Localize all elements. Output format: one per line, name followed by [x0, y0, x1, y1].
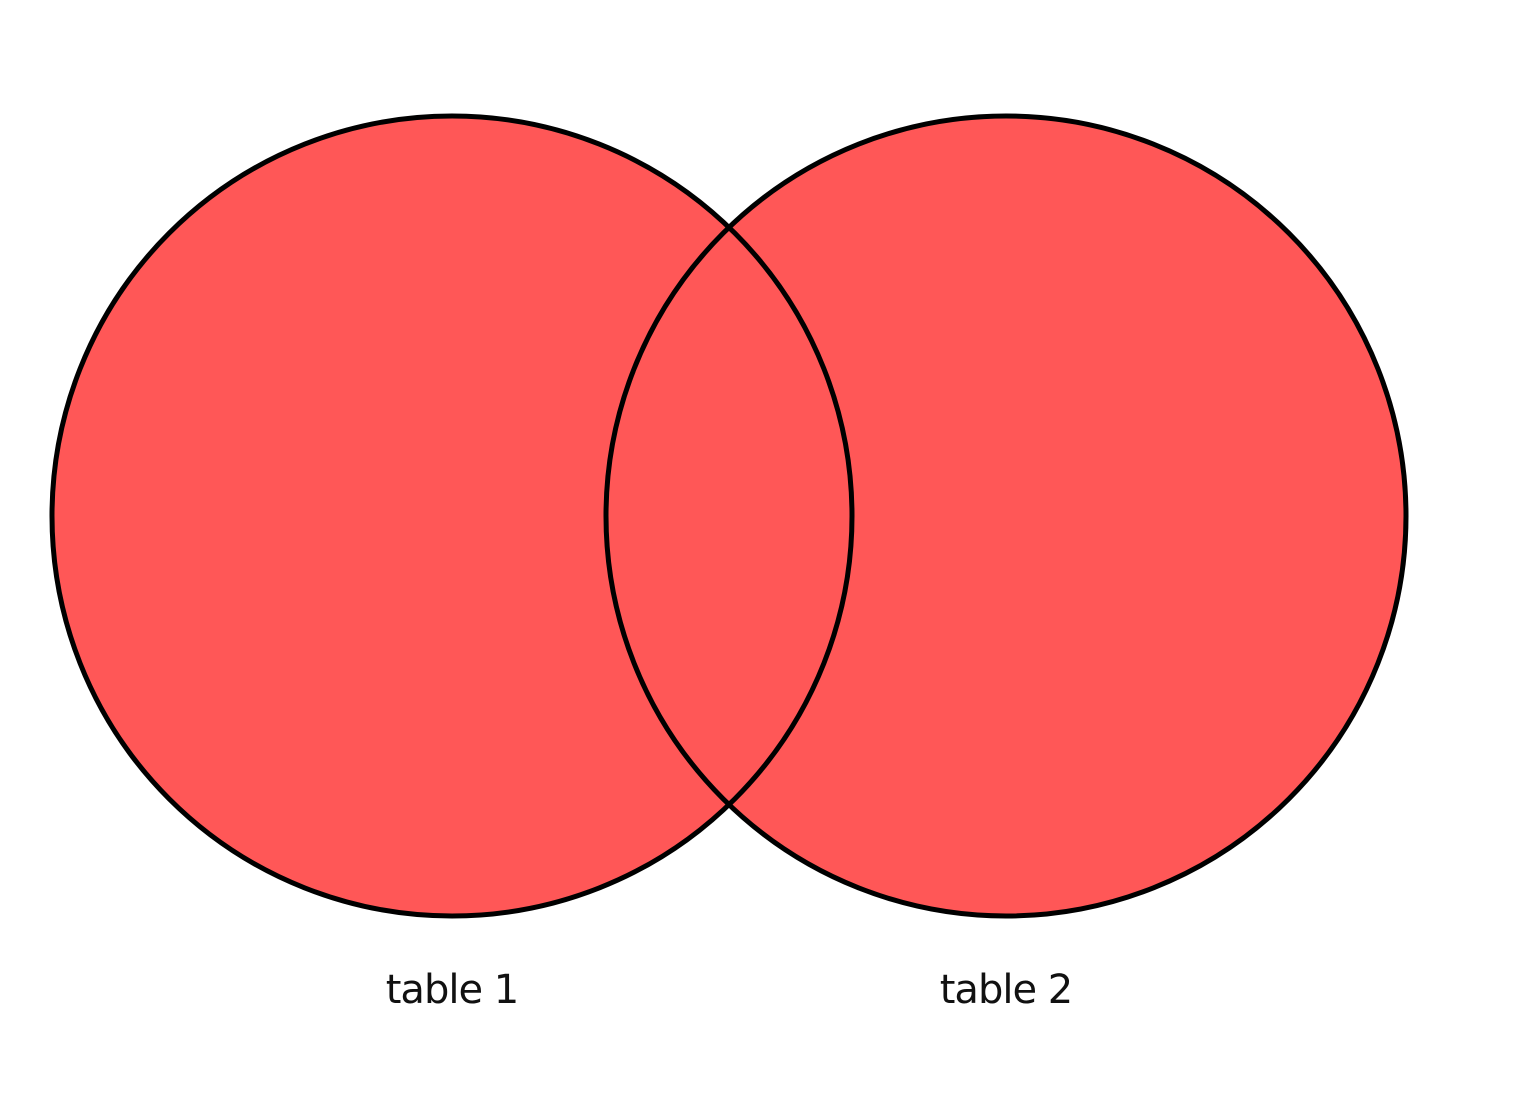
set-1-circle-fill: [52, 116, 852, 916]
set-1-circle-outline: [49, 113, 855, 919]
set-2-circle-fill: [606, 116, 1406, 916]
set-1-label: table 1: [386, 967, 518, 1013]
set-2-label: table 2: [940, 967, 1072, 1013]
set-2-circle-outline: [603, 113, 1409, 919]
